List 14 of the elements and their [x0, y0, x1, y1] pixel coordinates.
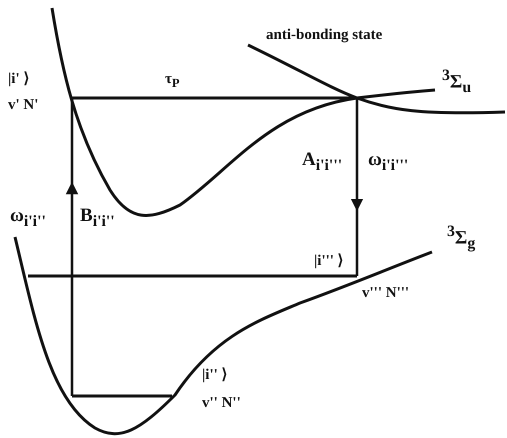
- level-label: |i' ⟩: [8, 72, 30, 87]
- level-label: |i''' ⟩: [314, 254, 344, 269]
- transition-label: B$_{i'i''}$: [80, 206, 115, 230]
- transition-label: ω$_{i'i''}$: [10, 206, 46, 230]
- state-label: anti-bonding state: [266, 28, 382, 43]
- term-symbol: $^{3}$Σ$_{u}$: [442, 68, 472, 96]
- quantum-number-label: v''' N''': [362, 286, 410, 301]
- quantum-number-label: v' N': [8, 98, 38, 113]
- level-label: |i'' ⟩: [202, 368, 228, 383]
- transition-label: A$_{i'i'''}$: [302, 150, 342, 174]
- lifetime-label: τ$_{P}$: [165, 72, 180, 90]
- quantum-number-label: v'' N'': [202, 396, 241, 411]
- term-symbol: $^{3}$Σ$_{g}$: [447, 224, 476, 252]
- transition-label: ω$_{i'i'''}$: [368, 150, 408, 174]
